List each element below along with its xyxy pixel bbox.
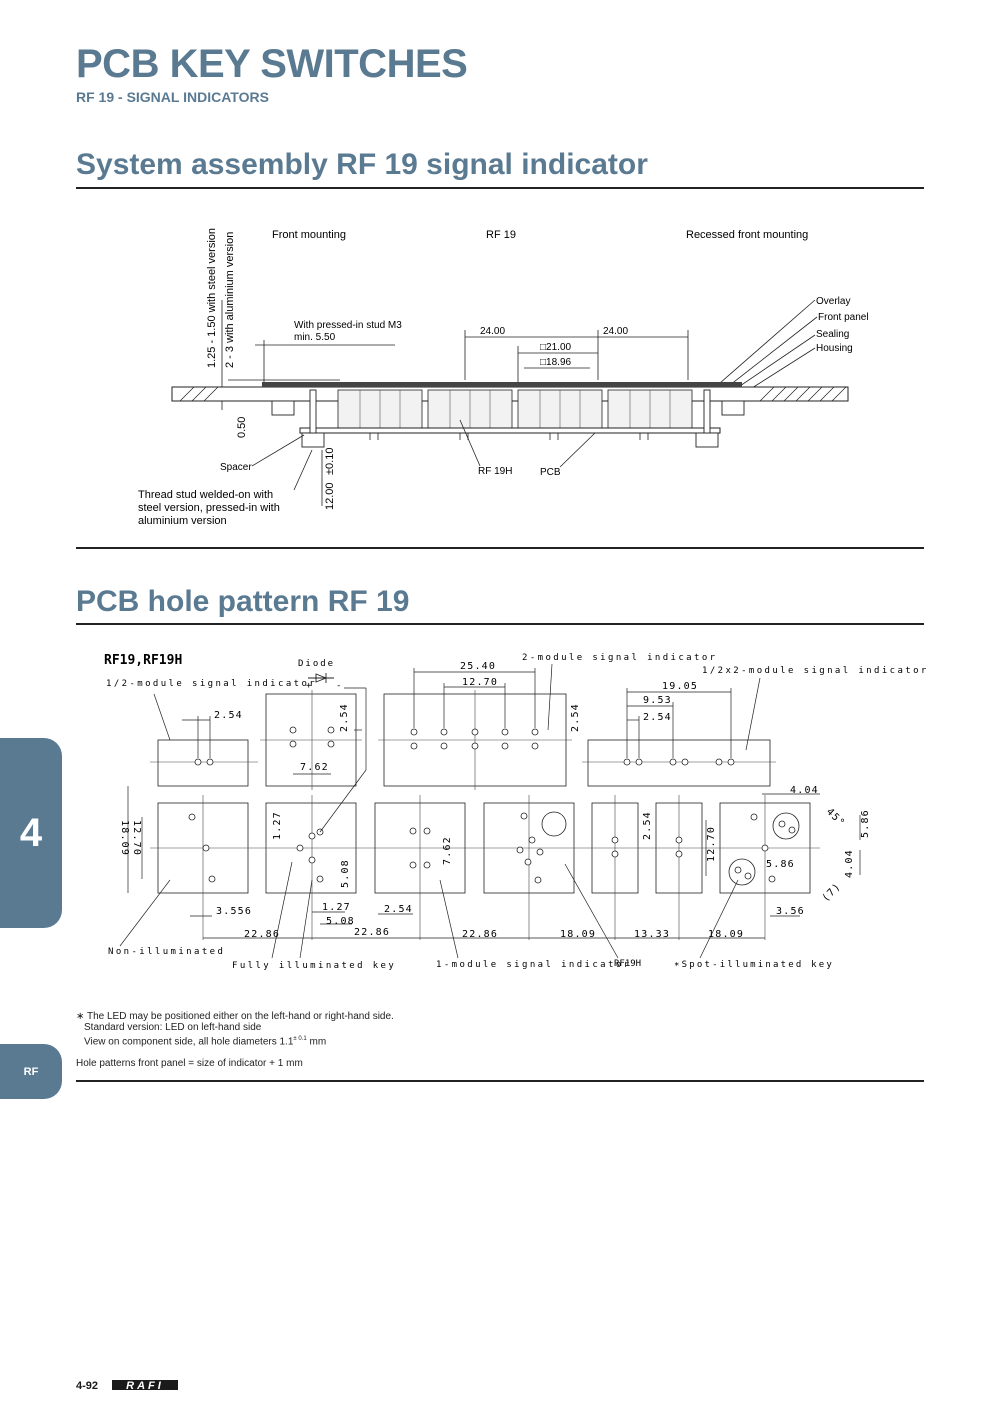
- label-housing: Housing: [816, 343, 853, 354]
- label-non-illuminated: Non-illuminated: [108, 947, 225, 957]
- dim-586-right: 5.86: [860, 809, 871, 838]
- dim-1905: 19.05: [662, 681, 698, 692]
- dim-254-full: 2.54: [339, 703, 350, 732]
- label-sealing: Sealing: [816, 329, 849, 340]
- system-assembly-drawing: Front mounting RF 19 Recessed front moun…: [138, 228, 869, 527]
- dim-356: 3.56: [776, 906, 805, 917]
- label-half-x2-module: 1/2x2-module signal indicator: [702, 666, 929, 676]
- rafi-logo: RAFI: [112, 1380, 178, 1392]
- label-stud: With pressed-in stud M3: [294, 320, 402, 331]
- label-steel-version: 1.25 - 1.50 with steel version: [206, 228, 218, 368]
- hole-pattern-drawing: RF19,RF19H Diode + - 1/2-module signal i…: [104, 653, 929, 971]
- label-rf19h: RF 19H: [478, 466, 512, 477]
- section-title-system-assembly: System assembly RF 19 signal indicator: [76, 148, 648, 181]
- dim-1333: 13.33: [634, 929, 670, 940]
- dim-953: 9.53: [643, 695, 672, 706]
- dim-127-vertical: 1.27: [272, 811, 283, 840]
- section-rule: [76, 187, 924, 189]
- label-thread-stud-2: steel version, pressed-in with: [138, 502, 280, 514]
- note-front-panel: Hole patterns front panel = size of indi…: [76, 1058, 303, 1069]
- note-tolerance: ± 0.1: [293, 1036, 307, 1042]
- dim-2100: □21.00: [540, 342, 572, 353]
- rf-tab[interactable]: RF: [0, 1044, 62, 1099]
- label-diode-plus: +: [306, 681, 312, 691]
- dim-7: (7): [820, 881, 843, 904]
- label-half-module: 1/2-module signal indicator: [106, 679, 317, 689]
- page-title: PCB KEY SWITCHES: [76, 42, 468, 86]
- note-hole-diameters-text: View on component side, all hole diamete…: [84, 1036, 294, 1048]
- dim-254-two: 2.54: [570, 703, 581, 732]
- section-title-hole-pattern: PCB hole pattern RF 19: [76, 585, 410, 618]
- dim-1270-top: 12.70: [462, 677, 498, 688]
- dim-508-vertical: 5.08: [340, 859, 351, 888]
- dim-254-half: 2.54: [214, 710, 243, 721]
- label-spacer: Spacer: [220, 462, 252, 473]
- label-thread-stud-1: Thread stud welded-on with: [138, 489, 273, 501]
- label-aluminium-version: 2 - 3 with aluminium version: [224, 232, 236, 368]
- note-unit: mm: [309, 1036, 327, 1048]
- label-recessed-front-mounting: Recessed front mounting: [686, 229, 808, 241]
- section-rule: [76, 547, 924, 549]
- dim-762-one: 7.62: [442, 836, 453, 865]
- label-front-panel: Front panel: [818, 312, 869, 323]
- label-diode-minus: -: [336, 681, 341, 691]
- chapter-tab[interactable]: 4: [0, 738, 62, 928]
- label-one-module: 1-module signal indicator: [436, 960, 631, 970]
- dim-1270-spot: 12.70: [706, 826, 717, 862]
- dim-1896: □18.96: [540, 357, 572, 368]
- dim-050: 0.50: [236, 417, 248, 438]
- dim-3556: 3.556: [216, 906, 252, 917]
- dim-127-bottom: 1.27: [322, 902, 351, 913]
- dim-1270-left: 12.70: [131, 820, 142, 856]
- dim-2286-c: 22.86: [462, 929, 498, 940]
- label-thread-stud-3: aluminium version: [138, 515, 227, 527]
- label-overlay: Overlay: [816, 296, 850, 307]
- dim-404-right: 4.04: [844, 849, 855, 878]
- label-spot-illuminated: ∗Spot-illuminated key: [674, 960, 834, 970]
- dim-1809-left: 18.09: [119, 820, 130, 856]
- label-rf19h-hole: RF19H: [614, 959, 641, 969]
- dim-254-rf19h: 2.54: [642, 811, 653, 840]
- dim-2286-b: 22.86: [354, 927, 390, 938]
- dim-tolerance: ±0.10: [324, 448, 336, 475]
- label-stud-min: min. 5.50: [294, 332, 336, 343]
- label-two-module: 2-module signal indicator: [522, 653, 717, 663]
- label-diode: Diode: [298, 659, 335, 669]
- dim-24-right: 24.00: [603, 326, 628, 337]
- label-fully-illuminated: Fully illuminated key: [232, 961, 396, 971]
- note-hole-diameters: View on component side, all hole diamete…: [84, 1033, 326, 1048]
- section-rule: [76, 1080, 924, 1082]
- dim-586-mid: 5.86: [766, 859, 795, 870]
- label-rf19: RF 19: [486, 229, 516, 241]
- dim-508-bottom: 5.08: [326, 916, 355, 927]
- dim-1200: 12.00: [324, 482, 336, 510]
- dim-254-one: 2.54: [384, 904, 413, 915]
- dim-2286-a: 22.86: [244, 929, 280, 940]
- dim-24-left: 24.00: [480, 326, 505, 337]
- dim-1809-c: 18.09: [708, 929, 744, 940]
- label-front-mounting: Front mounting: [272, 229, 346, 241]
- logo-text: RAFI: [126, 1380, 164, 1392]
- note-standard-version: Standard version: LED on left-hand side: [84, 1022, 262, 1033]
- dim-254-half-x2: 2.54: [643, 712, 672, 723]
- note-led-position: ∗ The LED may be positioned either on th…: [76, 1011, 394, 1022]
- label-pcb: PCB: [540, 467, 561, 478]
- page-number: 4-92: [76, 1380, 99, 1392]
- dim-1809-b: 18.09: [560, 929, 596, 940]
- page-subtitle: RF 19 - SIGNAL INDICATORS: [76, 89, 269, 105]
- label-rf19-rf19h: RF19,RF19H: [104, 653, 182, 668]
- dim-2540: 25.40: [460, 661, 496, 672]
- dim-404-top: 4.04: [790, 785, 819, 796]
- dim-45-degrees: 45°: [824, 806, 847, 829]
- dim-762-top: 7.62: [300, 762, 329, 773]
- section-rule: [76, 623, 924, 625]
